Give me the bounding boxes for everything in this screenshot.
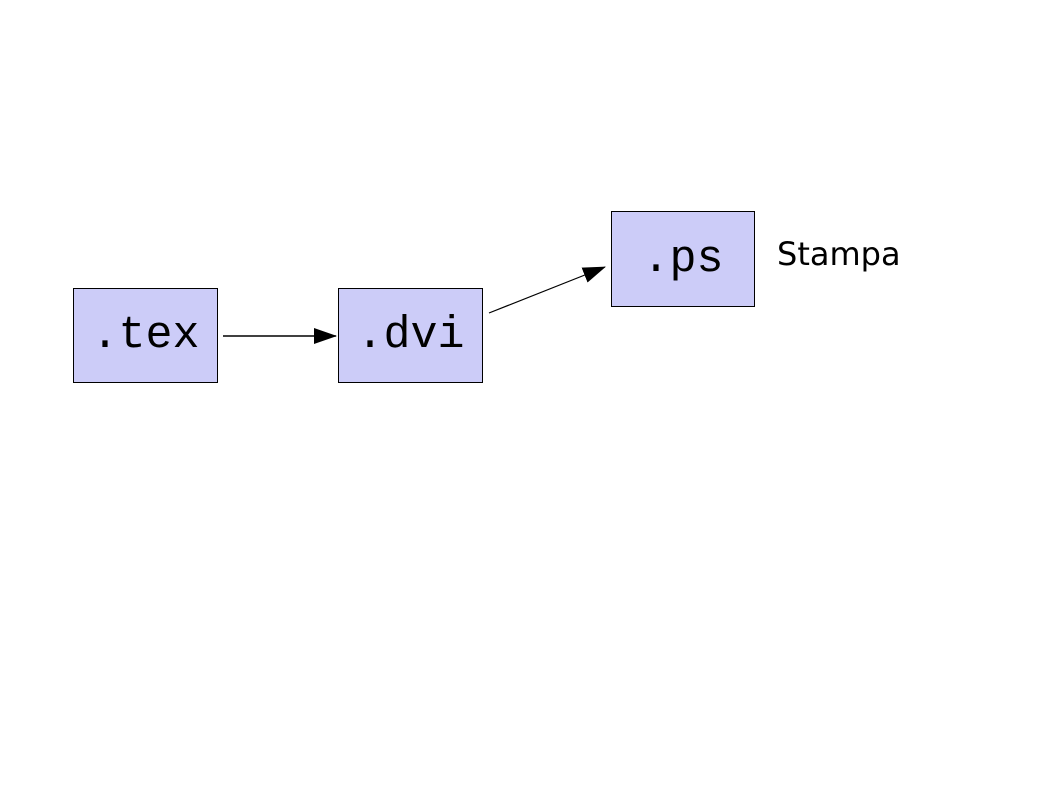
node-dvi: .dvi [338, 288, 483, 383]
node-ps-label: .ps [642, 233, 724, 285]
node-dvi-label: .dvi [356, 310, 465, 361]
node-tex: .tex [73, 288, 218, 383]
arrow-dvi-to-ps [488, 266, 606, 314]
node-tex-label: .tex [91, 310, 200, 361]
stampa-label: Stampa [777, 235, 901, 273]
node-ps: .ps [611, 211, 755, 307]
